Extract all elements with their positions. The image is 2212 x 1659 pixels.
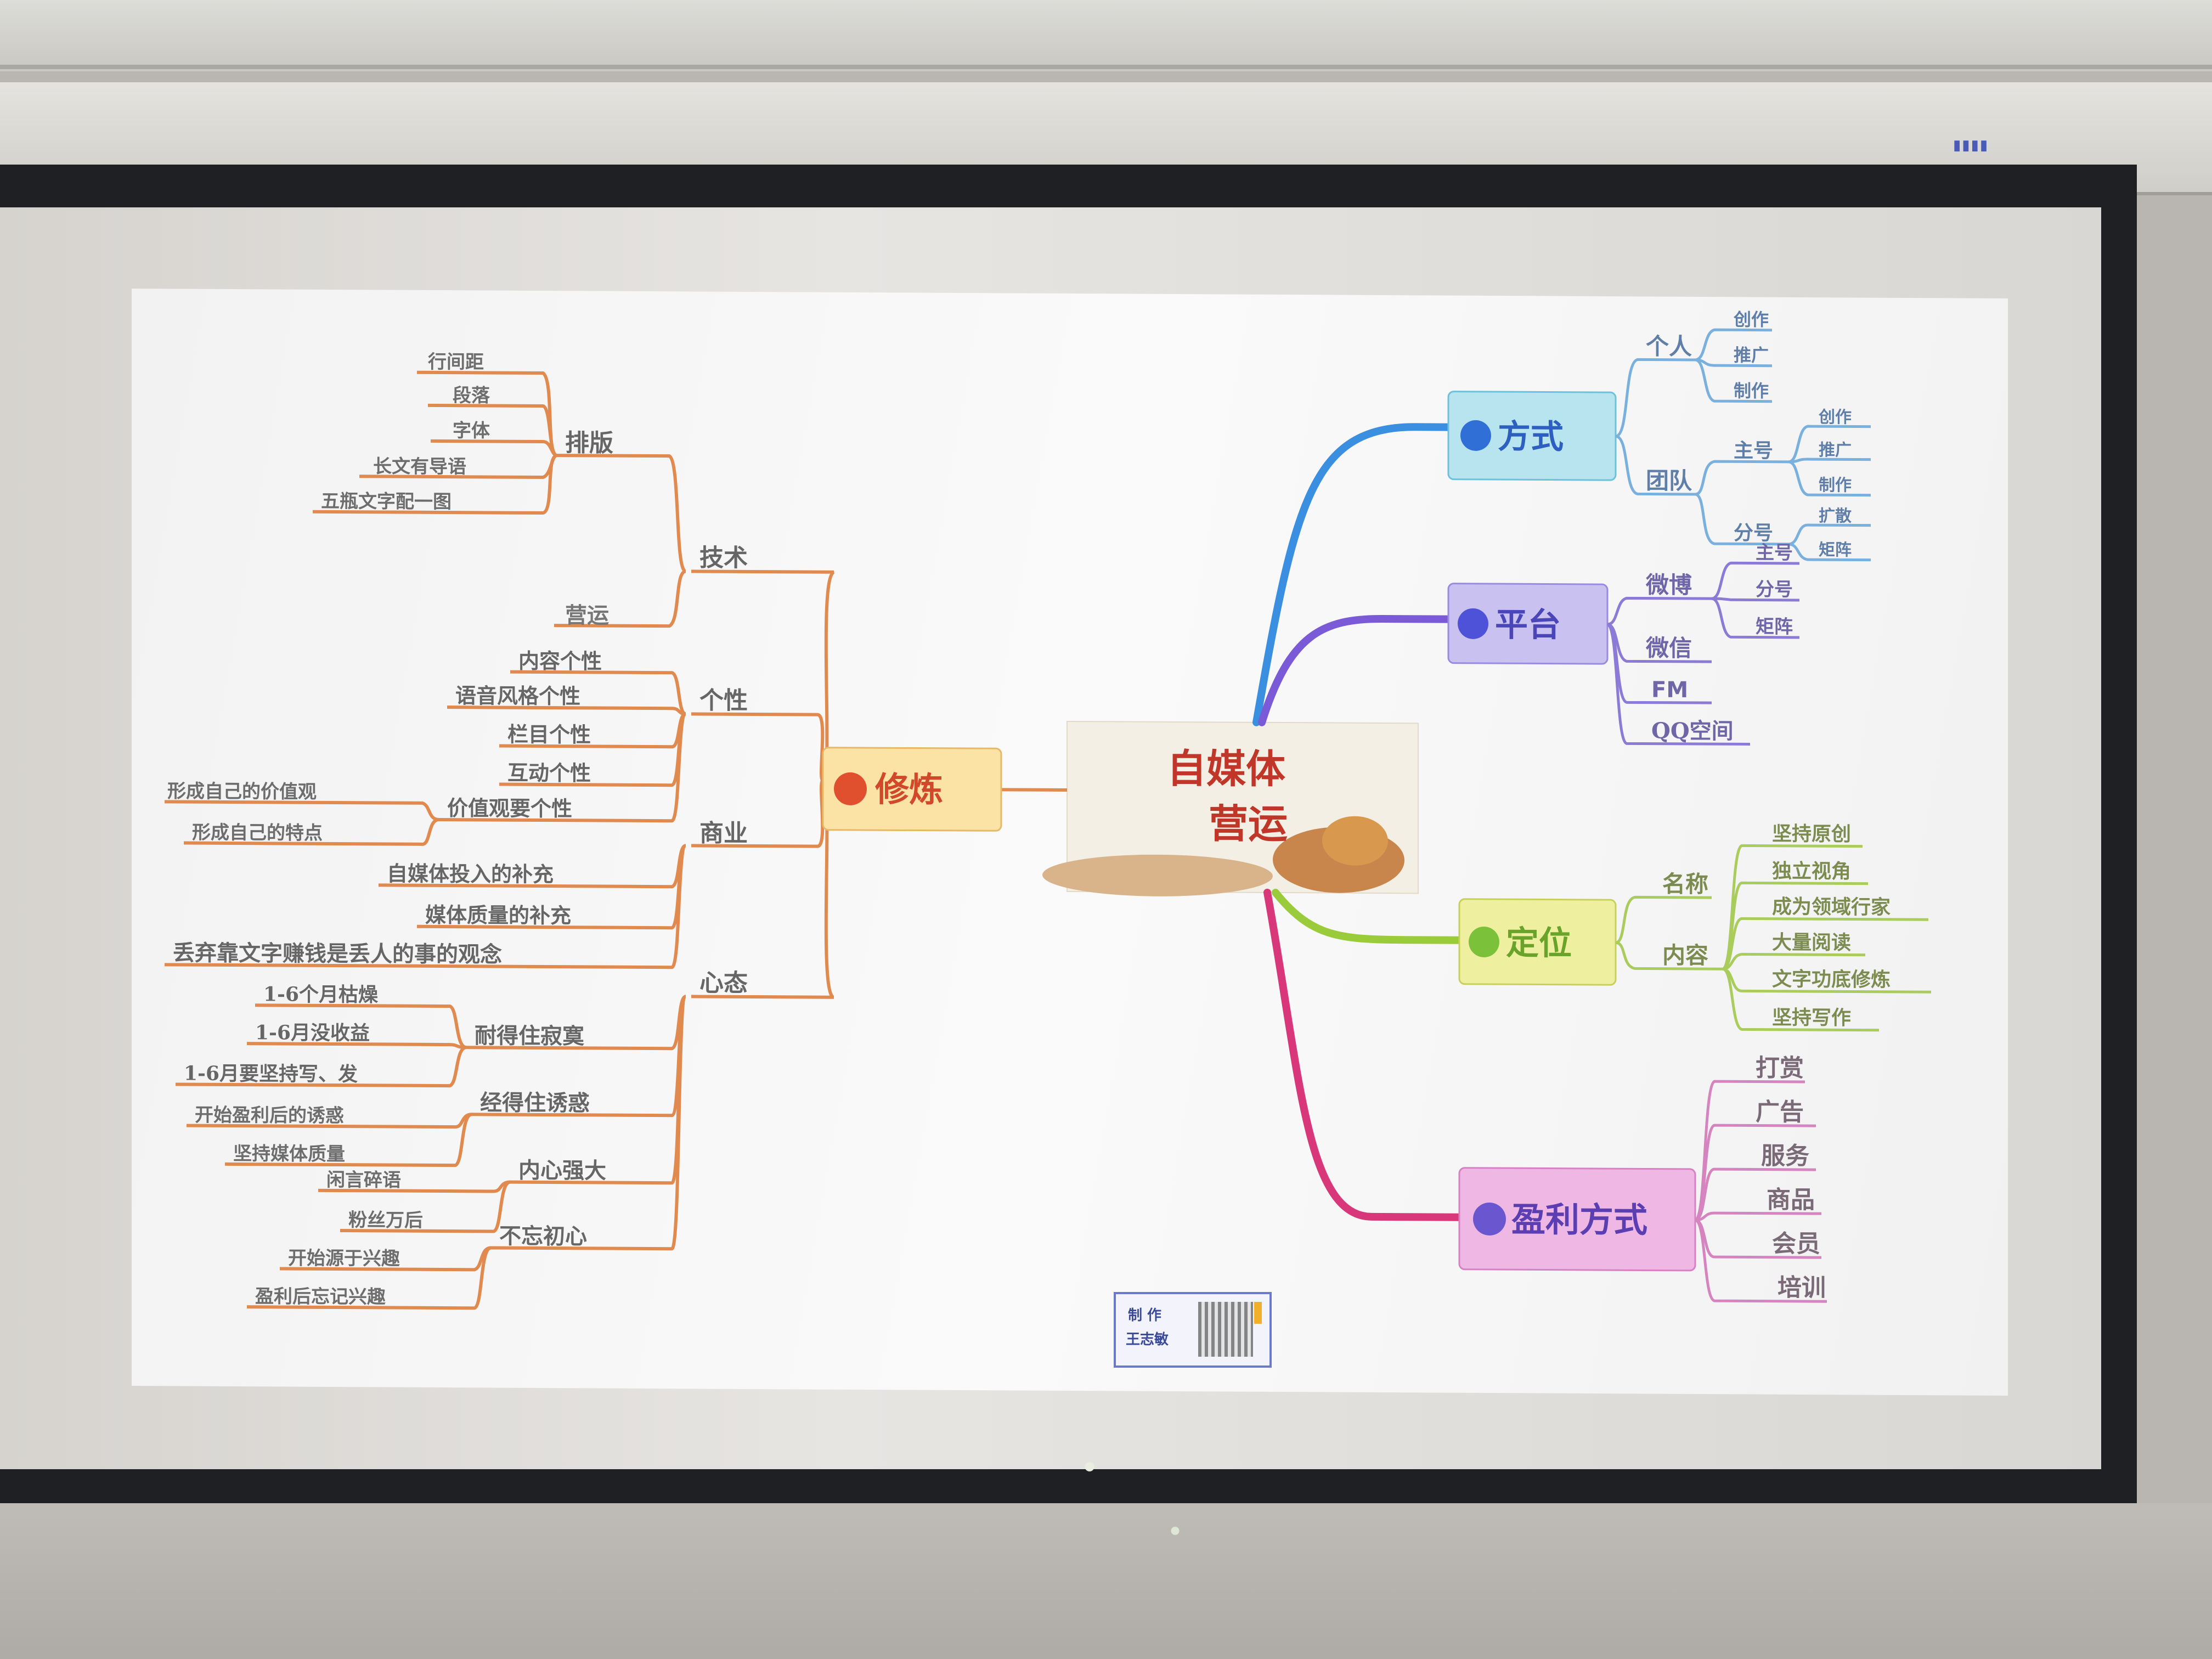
center-title-line2: 营运 [1209, 800, 1288, 847]
dingwei-leaf-hangjia: 成为领域行家 [1772, 895, 1891, 919]
leaf-zimeiti-touru: 自媒体投入的补充 [387, 861, 554, 887]
right-main-branches [1252, 423, 1463, 1221]
decorative-plant [1004, 1339, 1289, 1659]
leaf-neirong-gexing: 内容个性 [518, 648, 602, 674]
fangshi-zhuhao-zhizuo: 制作 [1819, 476, 1852, 495]
leaf-lanmu-gexing: 栏目个性 [507, 722, 591, 747]
yingli-dashang: 打赏 [1756, 1054, 1804, 1082]
yingli-huiyuan: 会员 [1772, 1230, 1820, 1258]
pingtai-labels: 微博 主号 分号 矩阵 微信 FM QQ空间 [1645, 542, 1793, 744]
node-xiulian-label: 修炼 [875, 769, 943, 810]
group-shangye: 商业 [699, 819, 748, 847]
pingtai-weixin: 微信 [1645, 634, 1692, 661]
sub-naidezhu: 耐得住寂寞 [475, 1023, 584, 1049]
sub-paiban: 排版 [565, 429, 613, 457]
fangshi-zhuhao-tuiguang: 推广 [1819, 441, 1852, 460]
yingli-peixun: 培训 [1778, 1274, 1826, 1302]
leaf-changwen: 长文有导语 [373, 455, 466, 478]
pingtai-fm: FM [1651, 678, 1688, 703]
leaf-yingli-youhuo: 开始盈利后的诱惑 [195, 1104, 344, 1127]
fangshi-zhuhao: 主号 [1734, 439, 1773, 462]
leaf-duanluo: 段落 [453, 385, 490, 407]
fangshi-connectors [1615, 328, 1871, 562]
group-gexing: 个性 [699, 686, 748, 714]
fangshi-geren: 个人 [1646, 332, 1692, 359]
leaf-xianyan: 闲言碎语 [326, 1169, 401, 1192]
dingwei-leaf-yuedu: 大量阅读 [1772, 931, 1851, 955]
node-dingwei-label: 定位 [1506, 924, 1572, 963]
sub-yingyun: 营运 [565, 602, 609, 628]
credit-line1: 制 作 [1128, 1307, 1162, 1324]
fangshi-labels: 个人 创作 推广 制作 团队 主号 分号 创作 推广 制作 扩散 矩阵 [1646, 309, 1852, 560]
leaf-1-6-shouyi: 1-6月没收益 [255, 1021, 370, 1045]
leaf-jianchi-zhiliang: 坚持媒体质量 [233, 1143, 345, 1165]
node-yingli-label: 盈利方式 [1511, 1199, 1647, 1240]
credit-accent-bar [1254, 1302, 1262, 1324]
fangshi-geren-zhizuo: 制作 [1734, 380, 1769, 401]
leaf-1-6-kuzao: 1-6个月枯燥 [263, 983, 379, 1006]
sub-neixin: 内心强大 [518, 1158, 606, 1184]
group-xintai: 心态 [699, 969, 748, 997]
node-pingtai-label: 平台 [1495, 606, 1561, 645]
housing-logo-icon: ▮▮▮▮ [1953, 137, 1989, 154]
leaf-tedian: 形成自己的特点 [192, 822, 323, 844]
node-xiulian: 修炼 [822, 747, 1002, 832]
leaf-diuqi: 丢弃靠文字赚钱是丢人的事的观念 [173, 940, 502, 967]
pingtai-weibo-juzhen: 矩阵 [1756, 616, 1793, 638]
center-title-line1: 自媒体 [1167, 745, 1285, 792]
fangshi-zhuhao-chuangzuo: 创作 [1818, 408, 1852, 427]
ceiling [0, 0, 2212, 71]
node-fangshi-label: 方式 [1498, 417, 1564, 456]
group-jishu: 技术 [699, 544, 748, 572]
dingwei-leaf-xiezuo: 坚持写作 [1772, 1006, 1851, 1030]
fangshi-fenhao-kuosan: 扩散 [1819, 506, 1852, 526]
leaf-ziti: 字体 [453, 420, 490, 442]
sub-jingdezhu: 经得住诱惑 [480, 1090, 590, 1116]
dingwei-mingcheng: 名称 [1662, 871, 1708, 898]
mindmap-canvas: 自媒体 营运 [165, 309, 1931, 1310]
leaf-meiti-zhiliang: 媒体质量的补充 [425, 902, 571, 928]
dingwei-connectors [1615, 844, 1931, 1032]
mindmap-slide: 自媒体 营运 [132, 289, 2008, 1396]
left-labels: 技术 个性 商业 心态 排版 营运 行间距 段落 字体 长文有导语 五瓶文字配一… [167, 351, 748, 1308]
fangshi-fenhao-juzhen: 矩阵 [1819, 540, 1852, 560]
pingtai-weibo: 微博 [1645, 571, 1692, 598]
leaf-jiazhiguan: 形成自己的价值观 [167, 780, 317, 803]
leaf-yuanyu-xingqu: 开始源于兴趣 [288, 1248, 400, 1270]
leaf-wuping: 五瓶文字配一图 [321, 490, 452, 513]
yingli-connectors [1694, 1080, 1827, 1303]
sub-jiazhiguan: 价值观要个性 [447, 795, 572, 821]
leaf-1-6-jianchi: 1-6月要坚持写、发 [184, 1062, 358, 1086]
leaf-yuyin-gexing: 语音风格个性 [455, 683, 580, 708]
dingwei-leaf-yuanchuang: 坚持原创 [1772, 822, 1851, 846]
fangshi-geren-tuiguang: 推广 [1734, 345, 1769, 365]
leaf-wangji-xingqu: 盈利后忘记兴趣 [255, 1285, 386, 1308]
fangshi-geren-chuangzuo: 创作 [1733, 309, 1769, 330]
dingwei-leaf-shijiao: 独立视角 [1772, 860, 1851, 883]
yingli-shangpin: 商品 [1767, 1186, 1815, 1214]
ceiling-seam [0, 65, 2212, 69]
node-dingwei: 定位 [1458, 898, 1617, 986]
dingwei-leaf-gongdi: 文字功底修炼 [1772, 968, 1891, 991]
node-pingtai: 平台 [1447, 583, 1609, 665]
dingwei-labels: 名称 内容 坚持原创 独立视角 成为领域行家 大量阅读 文字功底修炼 坚持写作 [1662, 822, 1891, 1030]
sub-buwang: 不忘初心 [499, 1223, 587, 1250]
pingtai-weibo-fenhao: 分号 [1756, 579, 1793, 601]
center-node: 自媒体 营运 [1042, 720, 1419, 896]
pingtai-connectors [1606, 561, 1799, 746]
fangshi-fenhao: 分号 [1734, 521, 1773, 544]
pingtai-weibo-zhuhao: 主号 [1756, 542, 1793, 564]
node-fangshi: 方式 [1447, 391, 1617, 481]
leaf-hudong-gexing: 互动个性 [507, 760, 591, 786]
leaf-fensi: 粉丝万后 [348, 1209, 423, 1232]
leaf-hangjianju: 行间距 [428, 351, 484, 374]
yingli-fuwu: 服务 [1761, 1142, 1809, 1170]
node-yingli: 盈利方式 [1458, 1167, 1696, 1272]
dingwei-neirong: 内容 [1662, 942, 1708, 969]
yingli-labels: 打赏 广告 服务 商品 会员 培训 [1756, 1054, 1826, 1302]
fangshi-tuandui: 团队 [1646, 467, 1692, 494]
yingli-guanggao: 广告 [1756, 1098, 1804, 1126]
pingtai-qq: QQ空间 [1651, 718, 1734, 744]
